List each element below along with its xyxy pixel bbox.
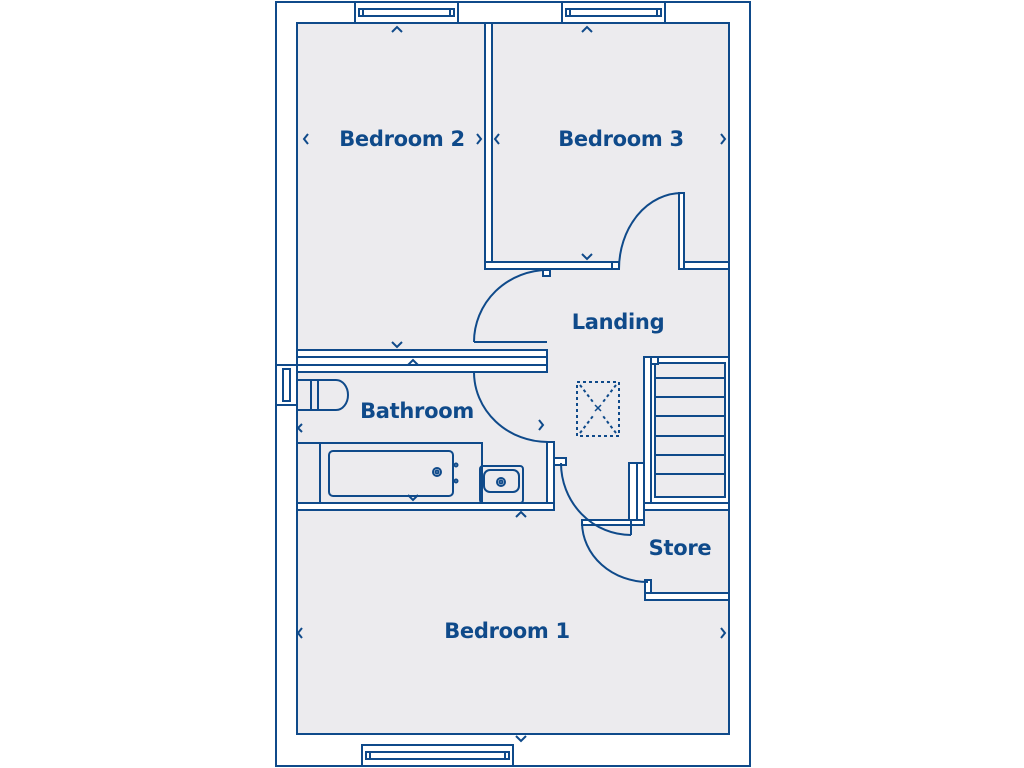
window-bedroom-1 bbox=[361, 744, 514, 767]
wall-bathroom-right bbox=[546, 441, 555, 511]
door-store bbox=[581, 522, 649, 583]
toilet-fixture bbox=[296, 379, 349, 411]
window-bedroom-3 bbox=[561, 1, 666, 24]
loft-hatch bbox=[576, 381, 620, 437]
dimension-markers bbox=[296, 25, 727, 743]
room-label-bathroom: Bathroom bbox=[360, 399, 474, 423]
room-label-bedroom-3: Bedroom 3 bbox=[558, 127, 684, 151]
room-label-landing: Landing bbox=[571, 310, 665, 334]
staircase bbox=[643, 356, 730, 504]
door-bedroom-2 bbox=[473, 269, 549, 343]
room-label-store: Store bbox=[648, 536, 712, 560]
wall-bed2-bathroom bbox=[296, 349, 548, 373]
door-bedroom-3 bbox=[618, 192, 683, 270]
door-bedroom-1 bbox=[560, 462, 632, 536]
bath-fixture bbox=[296, 442, 483, 504]
window-bedroom-2 bbox=[354, 1, 459, 24]
door-bathroom bbox=[473, 371, 549, 443]
room-label-bedroom-2: Bedroom 2 bbox=[339, 127, 465, 151]
wall-bed2-bed3 bbox=[484, 22, 493, 270]
window-bathroom bbox=[275, 364, 298, 406]
wall-bed3-bottom bbox=[484, 261, 613, 270]
room-label-bedroom-1: Bedroom 1 bbox=[444, 619, 570, 643]
wall-bathroom-bottom bbox=[296, 502, 555, 511]
basin-fixture bbox=[479, 465, 524, 504]
